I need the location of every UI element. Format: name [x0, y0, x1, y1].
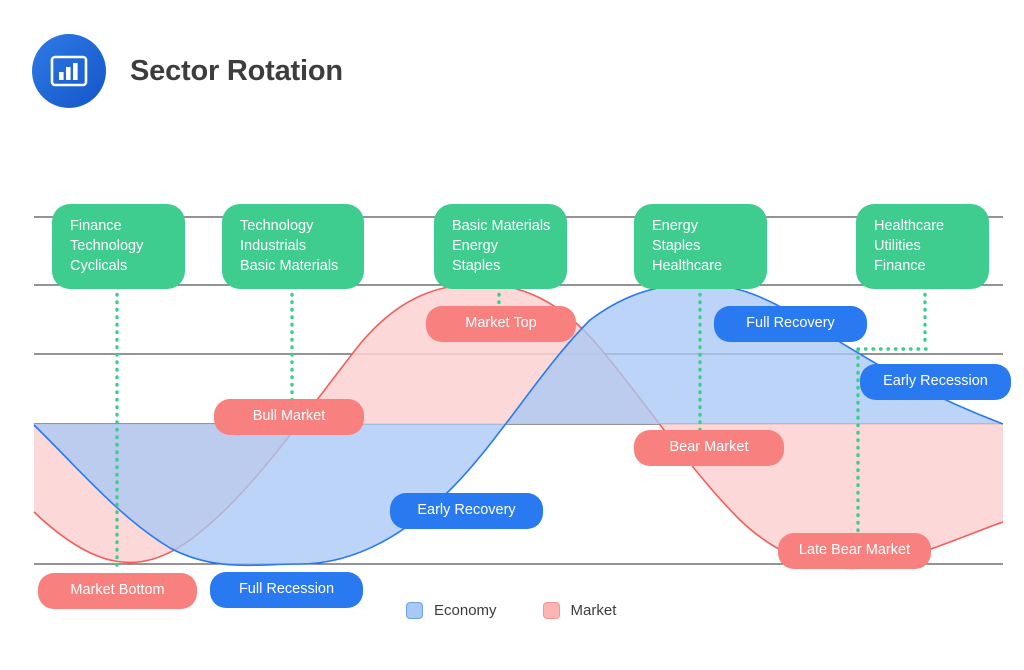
- phase-pill-late-bear-market[interactable]: Late Bear Market: [778, 533, 931, 569]
- phase-pill-market-bottom[interactable]: Market Bottom: [38, 573, 197, 609]
- phase-pill-bull-market[interactable]: Bull Market: [214, 399, 364, 435]
- sector-box-3-line-3: Staples: [452, 258, 501, 274]
- sector-box-5-line-1: Healthcare: [874, 218, 945, 234]
- sector-box-4-line-3: Healthcare: [652, 258, 723, 274]
- sector-box-2-line-1: Technology: [240, 218, 314, 234]
- legend-item-economy[interactable]: Economy: [406, 602, 497, 619]
- legend-swatch-economy: [406, 602, 423, 619]
- page-title: Sector Rotation: [130, 54, 343, 87]
- phase-pill-early-recession[interactable]: Early Recession: [860, 364, 1011, 400]
- sector-box-2-line-3: Basic Materials: [240, 258, 339, 274]
- sector-box-5-line-3: Finance: [874, 258, 926, 274]
- legend-label-market: Market: [570, 602, 617, 619]
- bar-chart-icon: [50, 54, 88, 88]
- phase-pill-market-top[interactable]: Market Top: [426, 306, 576, 342]
- chart-legend: Economy Market: [406, 602, 616, 619]
- legend-label-economy: Economy: [434, 602, 497, 619]
- phase-pill-early-recovery[interactable]: Early Recovery: [390, 493, 543, 529]
- sector-box-4-line-1: Energy: [652, 218, 698, 234]
- sector-box-1-line-1: Finance: [70, 218, 122, 234]
- legend-item-market[interactable]: Market: [542, 602, 617, 619]
- sector-box-5-line-2: Utilities: [874, 238, 921, 254]
- sector-box-2-line-2: Industrials: [240, 238, 307, 254]
- sector-box-4[interactable]: Energy Staples Healthcare: [634, 204, 767, 289]
- sector-box-3[interactable]: Basic Materials Energy Staples: [434, 204, 567, 289]
- legend-swatch-market: [542, 602, 560, 619]
- phase-pill-full-recovery[interactable]: Full Recovery: [714, 306, 867, 342]
- sector-box-1[interactable]: Finance Technology Cyclicals: [52, 204, 185, 289]
- sector-box-4-line-2: Staples: [652, 238, 701, 254]
- page-header: Sector Rotation: [32, 34, 343, 108]
- sector-box-2[interactable]: Technology Industrials Basic Materials: [222, 204, 364, 289]
- phase-pill-bear-market[interactable]: Bear Market: [634, 430, 784, 466]
- sector-box-3-line-2: Energy: [452, 238, 498, 254]
- phase-pill-full-recession[interactable]: Full Recession: [210, 572, 363, 608]
- sector-box-1-line-3: Cyclicals: [70, 258, 128, 274]
- sector-box-3-line-1: Basic Materials: [452, 218, 551, 234]
- sector-box-5[interactable]: Healthcare Utilities Finance: [856, 204, 989, 289]
- sector-box-1-line-2: Technology: [70, 238, 144, 254]
- app-logo: [32, 34, 106, 108]
